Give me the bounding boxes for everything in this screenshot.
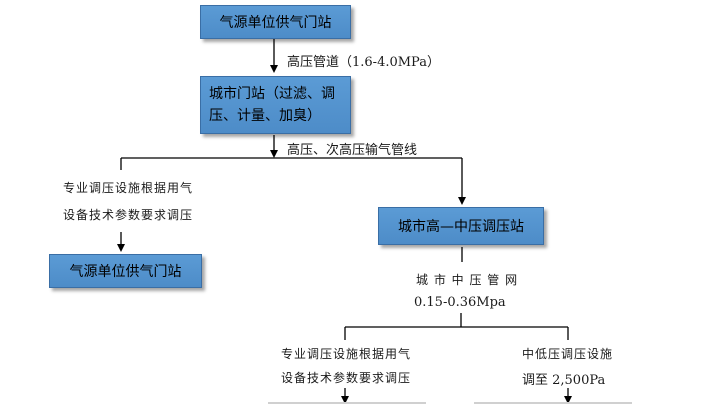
bottom-right-note-line1: 中低压调压设施	[522, 347, 614, 361]
left-branch-note-line1: 专业调压设施根据用气	[63, 181, 194, 195]
medium-network-line1: 城 市 中 压 管 网	[416, 273, 519, 287]
city-gate-station-line2: 压、计量、加臭）	[209, 108, 321, 124]
top-gas-supply-box: 气源单位供气门站	[200, 5, 351, 39]
city-gate-station-line1: 城市门站（过滤、调	[209, 86, 335, 102]
high-pressure-pipe-label: 高压管道（1.6-4.0MPa）	[287, 55, 440, 70]
medium-network-line2: 0.15-0.36Mpa	[414, 295, 506, 310]
bottom-left-note-line1: 专业调压设施根据用气	[281, 347, 412, 361]
cut-off-box-edge-right	[474, 402, 632, 404]
left-gas-supply-box: 气源单位供气门站	[49, 254, 202, 288]
regulator-station-box: 城市高—中压调压站	[378, 207, 544, 245]
cut-off-box-edge-left	[268, 402, 426, 404]
city-gate-station-box: 城市门站（过滤、调 压、计量、加臭）	[200, 76, 351, 134]
bottom-right-note-line2: 调至 2,500Pa	[522, 373, 606, 388]
bottom-left-note-line2: 设备技术参数要求调压	[281, 371, 412, 385]
left-branch-note-line2: 设备技术参数要求调压	[63, 208, 194, 222]
transmission-line-label: 高压、次高压输气管线	[287, 143, 418, 158]
